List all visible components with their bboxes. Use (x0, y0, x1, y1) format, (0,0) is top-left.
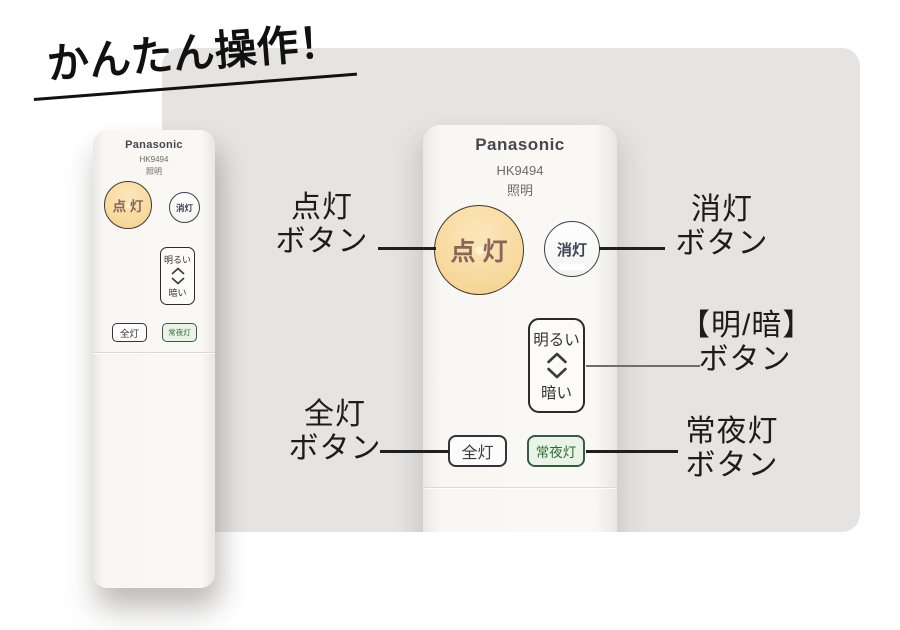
tento-button[interactable]: 点 灯 (434, 205, 524, 295)
remote-ridge-line (423, 487, 617, 488)
model-number: HK9494 (496, 163, 544, 178)
callout-meian-line1: 【明/暗】 (680, 309, 814, 342)
brighter-label: 明るい (533, 332, 580, 350)
zento-button-label: 全灯 (461, 445, 494, 462)
button-gloss (559, 264, 585, 270)
brand-logo: Panasonic (475, 135, 565, 154)
chevron-down-icon (171, 277, 184, 284)
category-label: 照明 (146, 167, 162, 176)
brand-logo: Panasonic (125, 139, 183, 151)
shoto-button-label: 消灯 (175, 202, 193, 213)
callout-joyato-line1: 常夜灯 (685, 415, 779, 448)
zento-button-label: 全灯 (119, 328, 139, 340)
callout-tento-line1: 点灯 (291, 191, 353, 224)
darker-label: 暗い (168, 287, 187, 298)
tento-button-label: 点 灯 (450, 238, 508, 266)
joyato-button-label: 常夜灯 (535, 445, 577, 460)
brightness-button[interactable]: 明るい 暗い (528, 318, 585, 413)
brightness-button[interactable]: 明るい 暗い (160, 247, 195, 305)
zento-button[interactable]: 全灯 (112, 323, 147, 342)
chevron-up-icon (171, 268, 184, 275)
led-dot (125, 202, 131, 208)
brighter-label: 明るい (163, 255, 191, 266)
callout-line-joyato (586, 450, 678, 453)
tento-button-label: 点 灯 (112, 199, 144, 214)
tento-button[interactable]: 点 灯 (104, 181, 152, 229)
callout-shoto-line2: ボタン (675, 226, 769, 260)
joyato-button-label: 常夜灯 (168, 328, 191, 337)
shoto-button[interactable]: 消灯 (169, 192, 200, 223)
remote-ridge-line (93, 352, 215, 353)
chevron-up-icon (546, 353, 567, 364)
zento-button[interactable]: 全灯 (448, 435, 507, 467)
callout-line-zento (380, 450, 449, 453)
led-dot (474, 245, 484, 255)
callout-label-meian: 【明/暗】 ボタン (680, 309, 814, 377)
callout-zento-line1: 全灯 (304, 398, 366, 431)
joyato-button[interactable]: 常夜灯 (162, 323, 197, 342)
callout-meian-line2: ボタン (698, 342, 792, 376)
darker-label: 暗い (540, 384, 572, 402)
callout-label-shoto: 消灯 ボタン (674, 193, 770, 261)
callout-label-joyato: 常夜灯 ボタン (672, 415, 792, 483)
shoto-button[interactable]: 消灯 (544, 221, 600, 277)
callout-label-zento: 全灯 ボタン (280, 398, 390, 466)
model-number: HK9494 (139, 155, 169, 164)
callout-line-tento (378, 247, 436, 250)
callout-line-shoto (599, 247, 665, 250)
callout-line-meian (586, 365, 700, 367)
callout-zento-line2: ボタン (288, 431, 382, 465)
callout-shoto-line1: 消灯 (691, 193, 753, 226)
remote-small: Panasonic HK9494 照明 点 灯 消灯 明るい 暗い 全灯 常夜灯 (93, 130, 215, 588)
callout-label-tento: 点灯 ボタン (266, 191, 378, 259)
joyato-button[interactable]: 常夜灯 (527, 435, 585, 467)
chevron-down-icon (546, 367, 567, 378)
remote-large: Panasonic HK9494 照明 点 灯 消灯 明るい 暗い (423, 125, 617, 532)
gray-panel: Panasonic HK9494 照明 点 灯 消灯 明るい 暗い (162, 48, 860, 532)
category-label: 照明 (506, 183, 533, 198)
shoto-button-label: 消灯 (556, 241, 587, 259)
callout-joyato-line2: ボタン (685, 448, 779, 482)
callout-tento-line2: ボタン (275, 224, 369, 258)
